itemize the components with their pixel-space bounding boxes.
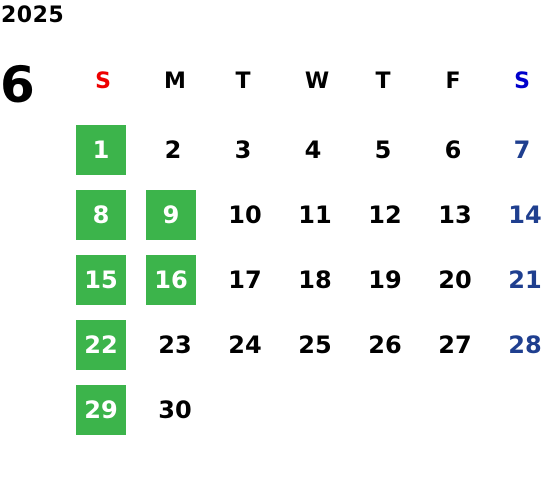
weekday-friday: F: [445, 68, 461, 94]
day-cell[interactable]: 18: [298, 266, 332, 294]
day-cell[interactable]: 19: [368, 266, 402, 294]
day-cell[interactable]: 5: [374, 136, 392, 164]
weekday-wednesday: W: [304, 68, 330, 94]
weekday-thursday: T: [375, 68, 391, 94]
weekday-sunday: S: [95, 68, 111, 94]
week-row: 1 2 3 4 5 6 7: [67, 125, 548, 175]
day-cell[interactable]: 1: [76, 125, 126, 175]
year-label: 2025: [1, 3, 65, 28]
day-cell[interactable]: 23: [158, 331, 192, 359]
day-cell[interactable]: 30: [158, 396, 192, 424]
day-cell[interactable]: 14: [508, 201, 542, 229]
day-cell[interactable]: 27: [438, 331, 472, 359]
day-cell[interactable]: 10: [228, 201, 262, 229]
day-cell[interactable]: 2: [164, 136, 182, 164]
day-cell[interactable]: 12: [368, 201, 402, 229]
day-cell[interactable]: 8: [76, 190, 126, 240]
month-number: 6: [0, 56, 35, 114]
day-cell[interactable]: 9: [146, 190, 196, 240]
day-cell[interactable]: 29: [76, 385, 126, 435]
day-cell[interactable]: 13: [438, 201, 472, 229]
day-cell[interactable]: 3: [234, 136, 252, 164]
day-cell[interactable]: 4: [304, 136, 322, 164]
day-cell[interactable]: 16: [146, 255, 196, 305]
day-cell[interactable]: 11: [298, 201, 332, 229]
week-row: 15 16 17 18 19 20 21: [67, 255, 548, 305]
day-cell[interactable]: 26: [368, 331, 402, 359]
weekday-header-row: S M T W T F S: [67, 60, 548, 110]
day-cell[interactable]: 21: [508, 266, 542, 294]
day-cell[interactable]: 25: [298, 331, 332, 359]
day-cell[interactable]: 6: [444, 136, 462, 164]
week-row: 22 23 24 25 26 27 28: [67, 320, 548, 370]
weekday-saturday: S: [514, 68, 530, 94]
day-cell[interactable]: 7: [513, 136, 531, 164]
day-cell[interactable]: 20: [438, 266, 472, 294]
weekday-monday: M: [164, 68, 186, 94]
day-cell[interactable]: 22: [76, 320, 126, 370]
day-cell[interactable]: 15: [76, 255, 126, 305]
day-cell[interactable]: 28: [508, 331, 542, 359]
weekday-tuesday: T: [235, 68, 251, 94]
day-cell[interactable]: 17: [228, 266, 262, 294]
week-row: 8 9 10 11 12 13 14: [67, 190, 548, 240]
day-cell[interactable]: 24: [228, 331, 262, 359]
week-row: 29 30: [67, 385, 548, 435]
